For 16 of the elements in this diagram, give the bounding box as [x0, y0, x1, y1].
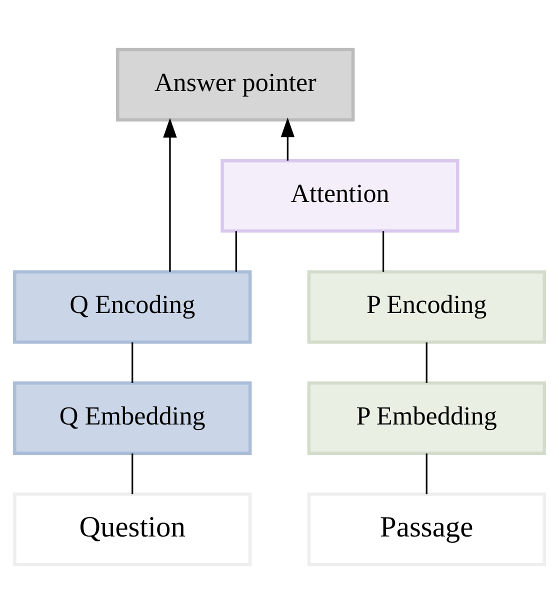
arrow	[280, 118, 295, 161]
node-box: Question	[13, 492, 252, 566]
node-box: Answer pointer	[116, 48, 355, 122]
node-box: P Embedding	[307, 381, 546, 455]
node-box: Passage	[307, 492, 546, 566]
node-box: Attention	[220, 159, 460, 233]
connector	[426, 453, 428, 494]
node-box: P Encoding	[307, 270, 546, 344]
connector	[132, 342, 134, 383]
node-box: Q Encoding	[13, 270, 252, 344]
arrow	[163, 118, 177, 272]
connector	[382, 231, 384, 272]
connector	[132, 453, 134, 494]
node-box: Q Embedding	[13, 381, 252, 455]
connector	[426, 342, 428, 383]
connector	[235, 231, 237, 272]
